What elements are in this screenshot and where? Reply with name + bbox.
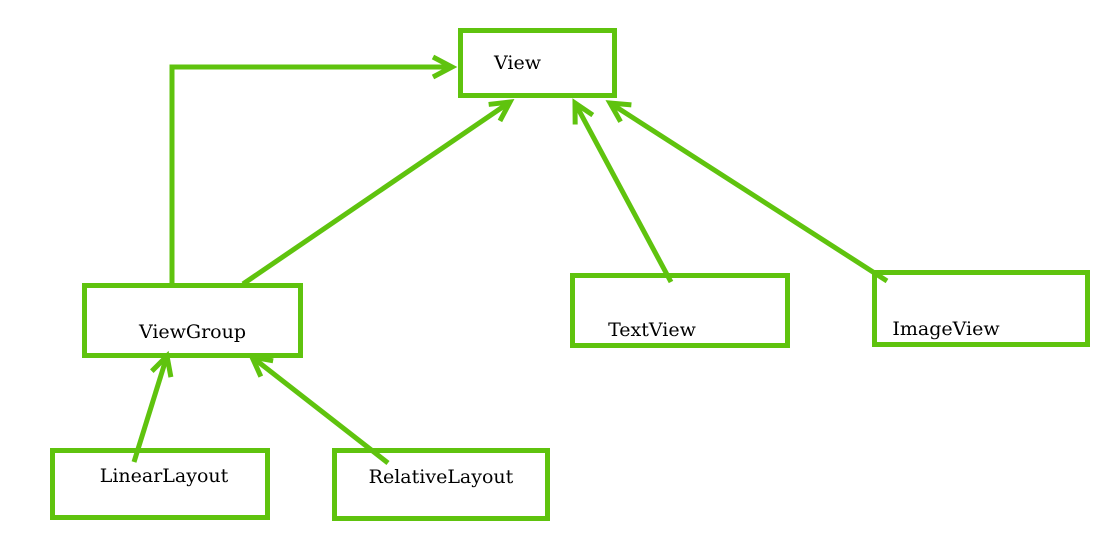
edge-linearlayout-to-viewgroup	[131, 350, 174, 463]
edge-imageview-to-view	[605, 100, 889, 284]
node-view-label: View	[494, 52, 541, 74]
node-relativelayout-label: RelativeLayout	[368, 465, 514, 488]
edge-viewgroup-to-view-elbow	[169, 54, 458, 285]
node-imageview-label: ImageView	[892, 318, 1000, 340]
node-view: View	[458, 28, 617, 98]
node-textview: TextView	[570, 273, 790, 348]
node-viewgroup: ViewGroup	[82, 283, 303, 358]
node-linearlayout-label: LinearLayout	[99, 465, 229, 487]
node-textview-label: TextView	[608, 319, 696, 341]
node-imageview: ImageView	[872, 270, 1090, 347]
node-relativelayout: RelativeLayout	[332, 448, 550, 521]
edge-textview-to-view	[572, 98, 674, 284]
node-viewgroup-label: ViewGroup	[138, 320, 247, 343]
node-linearlayout: LinearLayout	[50, 448, 270, 520]
edge-viewgroup-to-view-diagonal	[241, 98, 515, 287]
